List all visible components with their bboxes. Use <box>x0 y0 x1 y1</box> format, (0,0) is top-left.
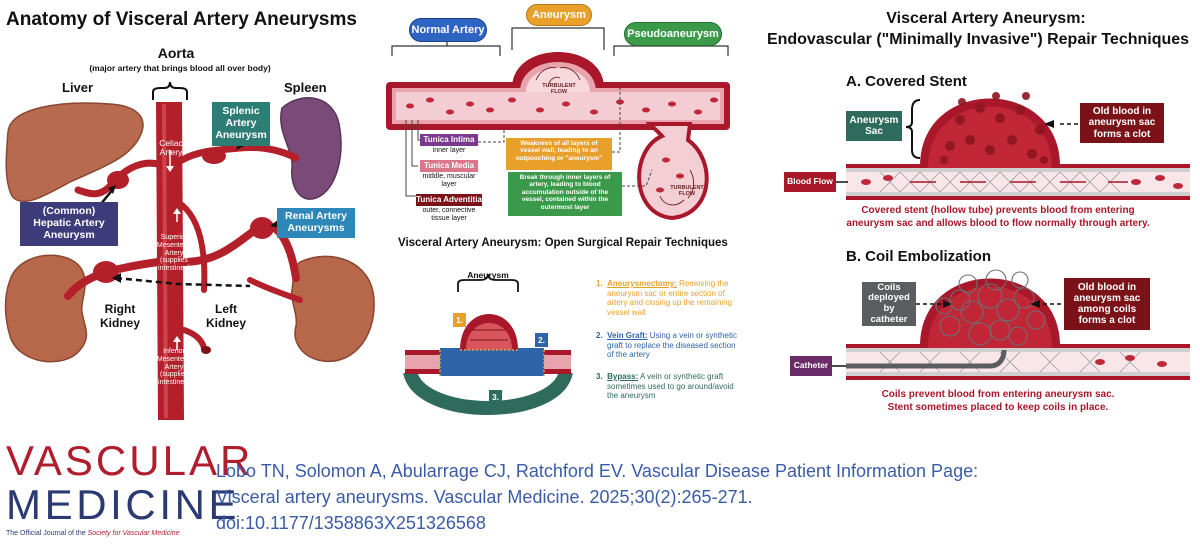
coil-embolization-heading: B. Coil Embolization <box>846 248 991 265</box>
covered-stent-heading: A. Covered Stent <box>846 73 967 90</box>
stent-artery-wall <box>846 164 1190 200</box>
spleen-shape <box>280 97 342 200</box>
coil-caption: Coils prevent blood from entering aneury… <box>881 389 1115 413</box>
bypass-graft <box>403 369 573 415</box>
spleen-label: Spleen <box>284 80 327 95</box>
item1-text: 1. Aneurysmectomy: Removing the aneurysm… <box>596 279 732 317</box>
tunica-intima-sub: inner layer <box>432 147 466 154</box>
splenic-aneurysm-bulge <box>202 148 226 164</box>
splenic-artery <box>178 144 300 164</box>
coil-artery-wall <box>846 344 1190 380</box>
logo-vascular: VASCULAR <box>6 437 254 484</box>
surgical-vessel <box>405 350 571 374</box>
covered-stent-caption: Covered stent (hollow tube) prevents blo… <box>846 205 1150 229</box>
stent-aneurysm-dome <box>920 98 1060 166</box>
citation: Lobo TN, Solomon A, Abularrage CJ, Ratch… <box>216 461 979 533</box>
pseudoaneurysm-pill: Pseudoaneurysm <box>624 22 722 46</box>
marker-1: 1. <box>453 313 466 327</box>
right-kidney-shape <box>4 254 88 363</box>
catheter-box: Catheter <box>790 356 832 376</box>
aorta-sublabel: (major artery that brings blood all over… <box>89 63 271 73</box>
logo-medicine: MEDICINE <box>6 481 241 528</box>
aneurysm-pill: Aneurysm <box>526 4 592 26</box>
surgical-aneurysm <box>460 314 518 350</box>
catheter-tube <box>846 349 1007 369</box>
anatomy-illustration <box>4 81 375 420</box>
hepatic-aneurysm-bulge <box>107 171 129 189</box>
blood-flow-box: Blood Flow <box>784 172 836 192</box>
open-repair-title: Visceral Artery Aneurysm: Open Surgical … <box>398 237 728 249</box>
logo-tagline: The Official Journal of the Society for … <box>6 530 180 537</box>
left-renal-aneurysm <box>250 217 274 239</box>
liver-shape <box>5 102 144 203</box>
marker-3: 3. <box>489 390 502 404</box>
marker-2: 2. <box>535 333 548 347</box>
anatomy-title: Anatomy of Visceral Artery Aneurysms <box>6 9 357 30</box>
tunica-intima-box: Tunica Intima <box>420 134 478 146</box>
surgical-aneurysm-label: Aneurysm <box>467 270 509 280</box>
coil-aneurysm-dome <box>920 278 1060 346</box>
tunica-adventitia-box: Tunica Adventitia <box>416 194 482 206</box>
pseudoaneurysm-sac <box>637 122 709 221</box>
normal-artery-pill: Normal Artery <box>409 18 487 42</box>
endovascular-title-2: Endovascular ("Minimally Invasive") Repa… <box>766 31 1190 48</box>
vessel-lumen <box>396 92 720 120</box>
tunica-media-box: Tunica Media <box>420 160 478 172</box>
coil-mass <box>935 269 1046 346</box>
endovascular-title-1: Visceral Artery Aneurysm: <box>886 10 1086 27</box>
right-renal-aneurysm <box>93 261 119 283</box>
item2-text: 2. Vein Graft: Using a vein or synthetic… <box>596 331 737 360</box>
item3-text: 3. Bypass: A vein or synthetic graft som… <box>596 372 734 401</box>
vein-graft <box>440 348 544 376</box>
aorta-label: Aorta <box>157 45 195 61</box>
left-kidney-shape <box>290 255 375 363</box>
liver-label: Liver <box>62 80 94 95</box>
